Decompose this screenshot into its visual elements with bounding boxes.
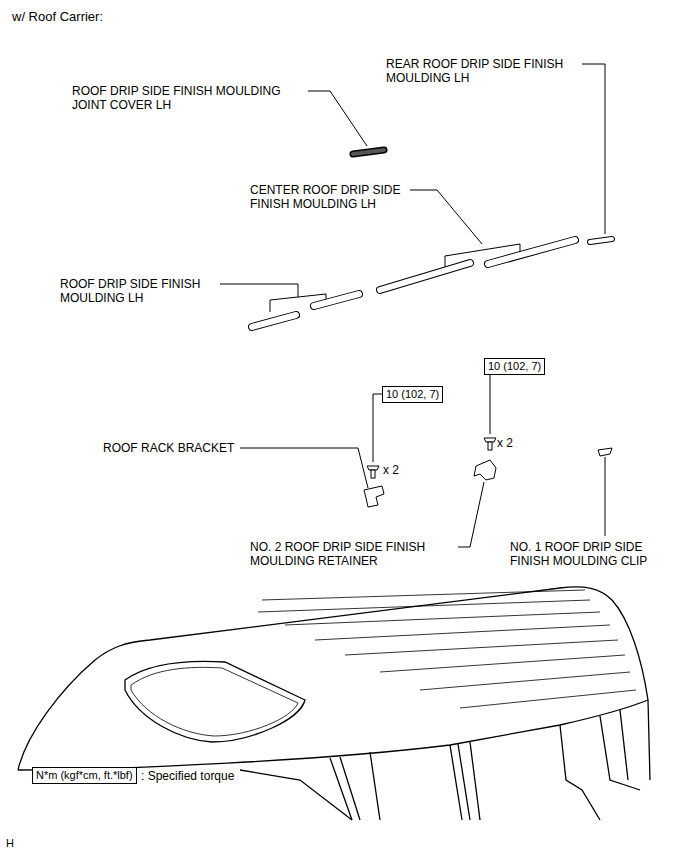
legend-text: : Specified torque — [141, 769, 234, 783]
note: H — [6, 836, 14, 850]
torque-legend-box: N*m (kgf*cm, ft.*lbf) — [32, 767, 137, 784]
torque-value: N*m (kgf*cm, ft.*lbf) — [36, 769, 133, 781]
torque-box: 10 (102, 7) — [484, 358, 545, 375]
torque-value: 10 (102, 7) — [488, 360, 541, 372]
part-name: ROOF DRIP SIDE FINISH MOULDING LH — [60, 277, 232, 305]
part-name: REAR ROOF DRIP SIDE FINISH MOULDING LH — [386, 57, 586, 85]
quantity: x 2 — [497, 436, 513, 450]
part-name: CENTER ROOF DRIP SIDE FINISH MOULDING LH — [250, 183, 422, 211]
part-name: NO. 2 ROOF DRIP SIDE FINISH MOULDING RET… — [250, 540, 468, 568]
note: w/ Roof Carrier: — [12, 10, 103, 24]
part-name: ROOF DRIP SIDE FINISH MOULDING JOINT COV… — [72, 84, 312, 112]
part-name: NO. 1 ROOF DRIP SIDE FINISH MOULDING CLI… — [510, 540, 680, 568]
torque-value: 10 (102, 7) — [386, 388, 439, 400]
quantity: x 2 — [383, 463, 399, 477]
torque-box: 10 (102, 7) — [382, 386, 443, 403]
part-name: ROOF RACK BRACKET — [103, 441, 234, 455]
